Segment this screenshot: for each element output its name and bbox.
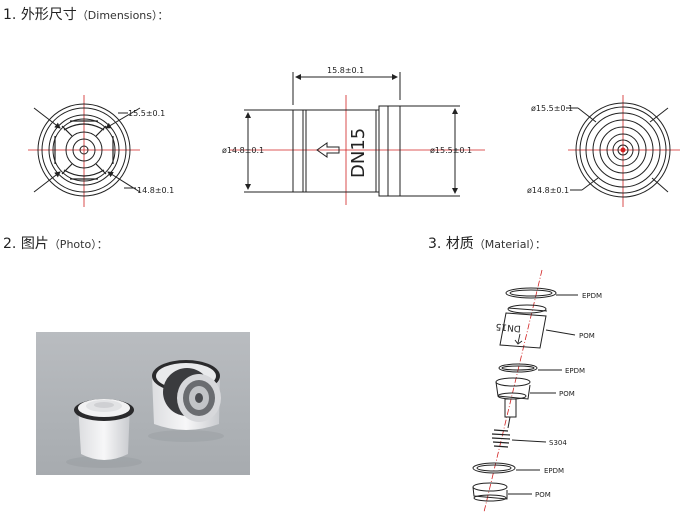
body-marking-mirrored: DN15 [495,321,521,333]
section-subtitle: （Material）： [473,238,546,251]
product-photo [36,332,250,475]
material-label-spring: S304 [549,439,567,447]
material-label-ring-1: EPDM [582,292,602,300]
material-label-base: POM [535,491,551,499]
section-title: 图片 [20,236,49,252]
material-label-ring-2: EPDM [565,367,585,375]
section-heading-dimensions: 1. 外形尺寸（Dimensions）： [3,4,169,24]
right-end-view [566,95,680,207]
material-label-ring-3: EPDM [544,467,564,475]
right-view-outer-dim: ø15.5±0.1 [531,104,573,113]
side-view-length-dim: 15.8±0.1 [327,66,364,75]
section-heading-photo: 2. 图片（Photo）： [3,233,108,253]
o-ring-part [505,287,557,299]
left-view-outer-dim: 15.5±0.1 [128,109,165,118]
left-end-view [28,95,141,207]
side-view [230,72,485,205]
section-heading-material: 3. 材质（Material）： [428,233,546,253]
side-view-left-dia: ø14.8±0.1 [222,146,264,155]
exploded-view: DN15 [472,269,578,513]
right-view-inner-dim: ø14.8±0.1 [527,186,569,195]
section-title: 外形尺寸 [20,7,77,23]
left-view-inner-dim: 14.8±0.1 [137,186,174,195]
section-number: 1. [3,7,17,23]
section-number: 2. [3,236,17,252]
side-view-right-dia: ø15.5±0.1 [430,146,472,155]
section-number: 3. [428,236,442,252]
product-photo-illustration [66,360,224,468]
material-label-poppet: POM [559,390,575,398]
section-subtitle: （Photo）： [48,238,108,251]
material-label-body: POM [579,332,595,340]
body-marking: DN15 [348,128,369,178]
section-title: 材质 [445,236,474,252]
section-subtitle: （Dimensions）： [76,9,169,22]
